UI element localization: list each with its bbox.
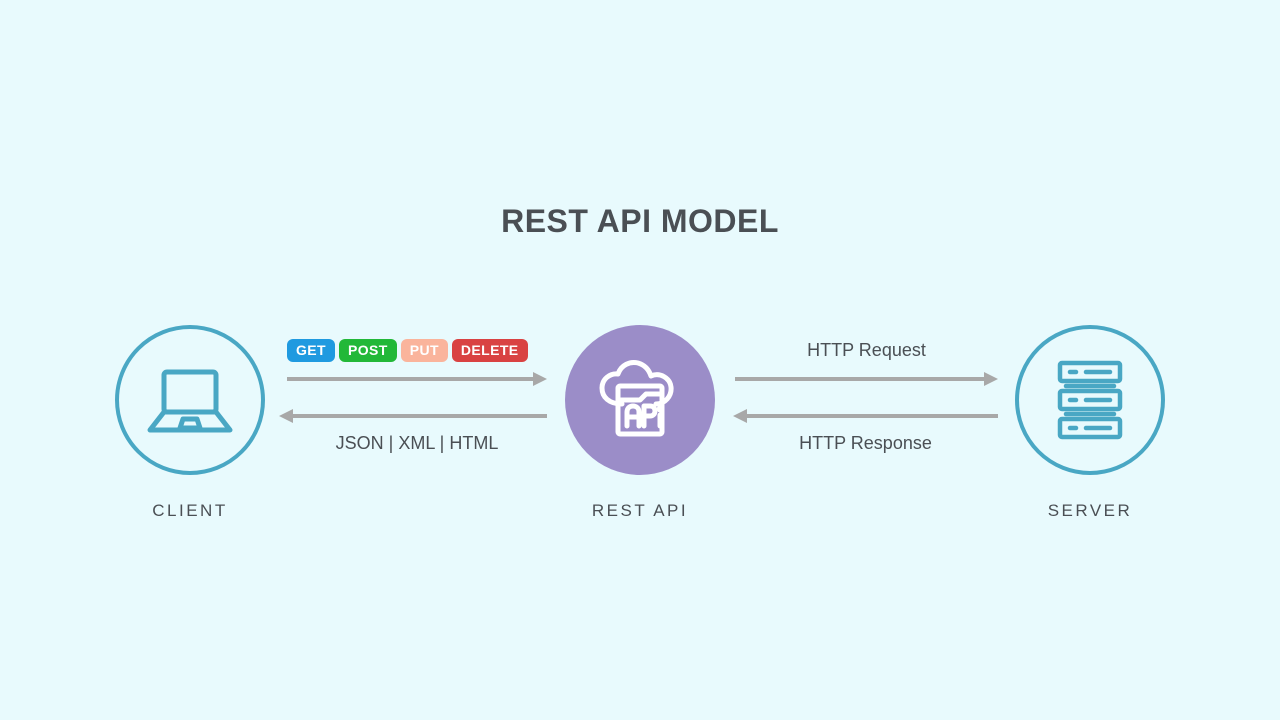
- rest-api-circle: [565, 325, 715, 475]
- node-server[interactable]: SERVER: [1015, 325, 1165, 521]
- arrow-shaft: [735, 377, 986, 381]
- badge-post[interactable]: POST: [338, 339, 397, 362]
- arrow-server-to-api: [733, 409, 998, 423]
- arrow-api-to-server: [735, 372, 998, 386]
- node-label-rest-api: REST API: [591, 501, 689, 520]
- server-circle: [1015, 325, 1165, 475]
- arrow-client-to-api: [287, 372, 547, 386]
- arrow-shaft: [287, 377, 535, 381]
- arrow-head-right: [984, 372, 998, 386]
- arrow-head-left: [279, 409, 293, 423]
- badge-delete[interactable]: DELETE: [451, 339, 528, 362]
- badge-get[interactable]: GET: [287, 339, 335, 362]
- node-rest-api[interactable]: REST API: [565, 325, 715, 521]
- laptop-icon: [142, 360, 238, 440]
- http-method-badges: GET POST PUT DELETE: [287, 339, 528, 362]
- badge-put[interactable]: PUT: [400, 339, 448, 362]
- arrow-shaft: [291, 414, 547, 418]
- cloud-api-icon: [594, 358, 686, 442]
- edge-caption-http-request: HTTP Request: [807, 340, 926, 360]
- arrow-head-right: [533, 372, 547, 386]
- arrow-shaft: [745, 414, 998, 418]
- node-label-server: SERVER: [1047, 501, 1133, 520]
- page-title: REST API MODEL: [501, 203, 779, 239]
- client-circle: [115, 325, 265, 475]
- arrow-head-left: [733, 409, 747, 423]
- server-rack-icon: [1050, 358, 1130, 442]
- node-client[interactable]: CLIENT: [115, 325, 265, 521]
- edge-caption-formats: JSON | XML | HTML: [335, 433, 499, 453]
- arrow-api-to-client: [279, 409, 547, 423]
- edge-caption-http-response: HTTP Response: [799, 433, 932, 453]
- node-label-client: CLIENT: [152, 501, 228, 520]
